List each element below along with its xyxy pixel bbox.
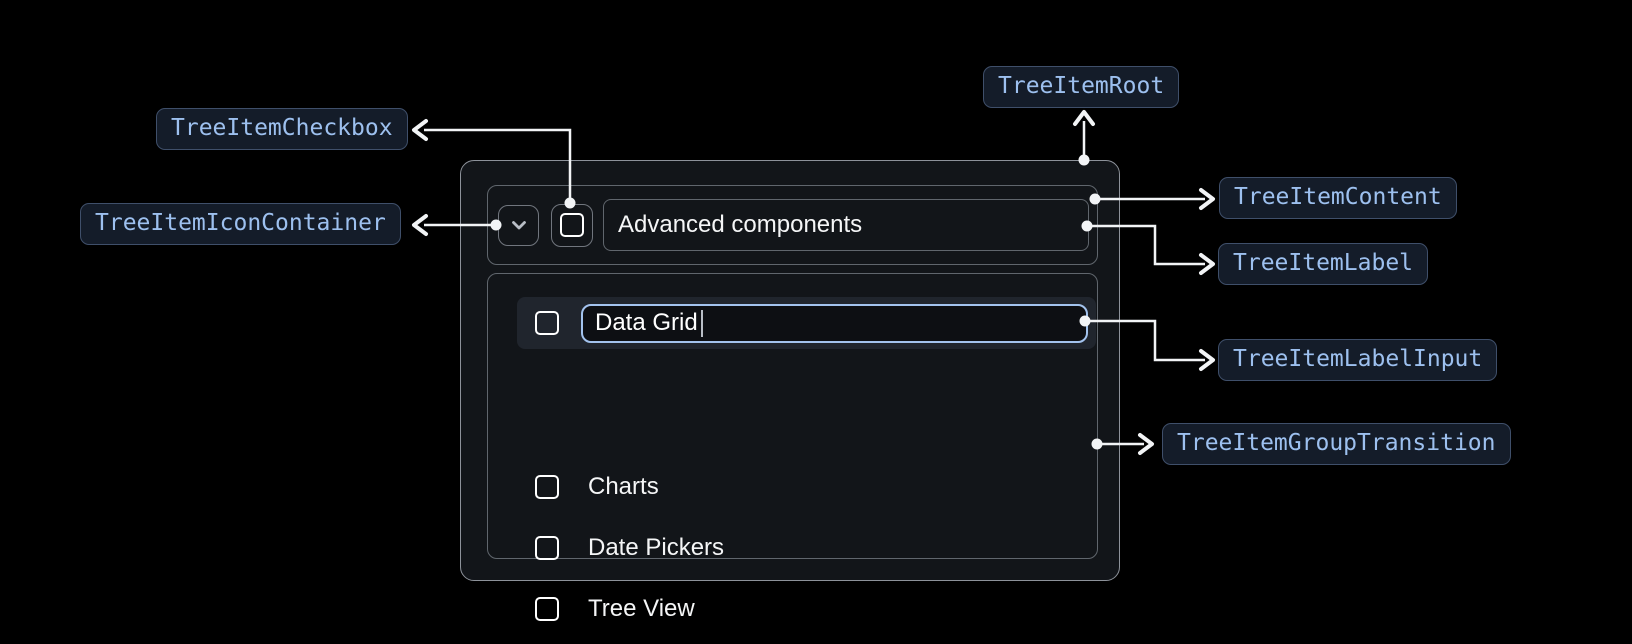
tree-item-row[interactable]: Charts — [517, 464, 1096, 510]
parent-label-text: Advanced components — [618, 211, 863, 238]
tree-item-content[interactable]: Advanced components — [487, 185, 1098, 265]
arrowhead-icon — [1073, 110, 1095, 126]
expand-collapse-button[interactable] — [498, 204, 539, 246]
badge-tree-item-group-transition: TreeItemGroupTransition — [1162, 423, 1511, 465]
tree-item-row[interactable]: Data Grid — [517, 297, 1096, 349]
item-label-text: Tree View — [588, 595, 695, 622]
item-checkbox[interactable] — [535, 311, 559, 335]
item-checkbox[interactable] — [535, 597, 559, 621]
item-label-text: Charts — [588, 473, 659, 500]
item-label-text: Date Pickers — [588, 534, 725, 561]
input-value-text: Data Grid — [595, 309, 698, 336]
checkbox-icon — [560, 213, 584, 237]
tree-item-label-input[interactable]: Data Grid — [581, 303, 1088, 343]
item-checkbox[interactable] — [535, 536, 559, 560]
arrowhead-icon — [1138, 433, 1154, 455]
item-checkbox[interactable] — [535, 475, 559, 499]
tree-item-root: Advanced components Data Grid Charts Dat… — [460, 160, 1120, 622]
tree-item-group-transition: Data Grid Charts Date Pickers Tree View — [487, 273, 1098, 622]
tree-item-checkbox[interactable] — [551, 203, 593, 247]
arrowhead-icon — [412, 119, 428, 141]
badge-tree-item-checkbox: TreeItemCheckbox — [156, 108, 408, 150]
arrowhead-icon — [1199, 188, 1215, 210]
badge-tree-item-content: TreeItemContent — [1219, 177, 1457, 219]
chevron-down-icon — [511, 221, 526, 230]
tree-item-row[interactable]: Tree View — [517, 586, 1096, 632]
tree-item-label[interactable]: Advanced components — [603, 199, 1089, 251]
badge-tree-item-label: TreeItemLabel — [1218, 243, 1429, 285]
badge-tree-item-icon-container: TreeItemIconContainer — [80, 203, 401, 245]
connector-tree-item-root — [1073, 110, 1095, 166]
badge-tree-item-root: TreeItemRoot — [983, 66, 1180, 108]
arrowhead-icon — [1199, 253, 1215, 275]
arrowhead-icon — [412, 214, 428, 236]
tree-item-row[interactable]: Date Pickers — [517, 525, 1096, 571]
arrowhead-icon — [1199, 349, 1215, 371]
text-caret — [700, 309, 704, 337]
badge-tree-item-label-input: TreeItemLabelInput — [1218, 339, 1498, 381]
